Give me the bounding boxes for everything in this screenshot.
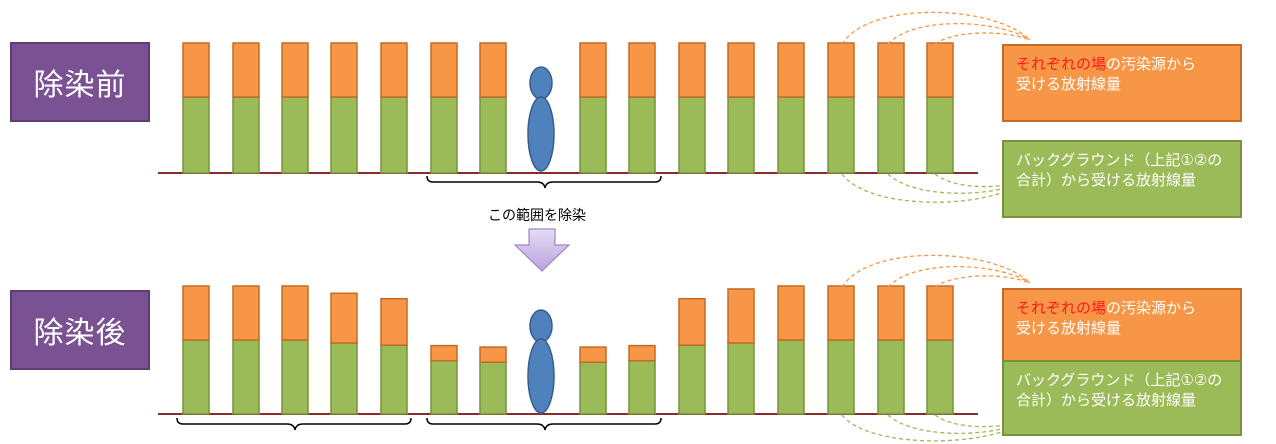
background-dose-bar-before-8 — [579, 96, 607, 174]
background-dose-bar-after-8 — [579, 361, 607, 415]
background-dose-bar-after-4 — [330, 342, 358, 415]
local-source-dose-bar-after-4 — [330, 292, 358, 344]
local-source-dose-bar-after-6 — [430, 344, 458, 362]
local-source-dose-bar-before-8 — [579, 42, 607, 98]
local-source-dose-bar-after-2 — [232, 285, 260, 341]
legend-background-text-line1: バックグラウンド（上記①②の — [1016, 151, 1223, 169]
person-figure-after — [527, 309, 555, 414]
legend-source-text: の汚染源から — [1106, 299, 1197, 317]
background-dose-bar-before-11 — [727, 96, 755, 174]
background-dose-bar-before-12 — [777, 96, 805, 174]
bracket-after-center — [426, 417, 662, 431]
legend-source-after: それぞれの場の汚染源から 受ける放射線量 — [1002, 288, 1242, 366]
local-source-dose-bar-before-5 — [380, 42, 408, 98]
background-dose-bar-after-12 — [777, 339, 805, 415]
background-dose-bar-before-4 — [330, 96, 358, 174]
legend-background-text-line2: 合計）から受ける放射線量 — [1016, 171, 1197, 189]
background-dose-bar-before-2 — [232, 96, 260, 174]
local-source-dose-bar-after-11 — [727, 288, 755, 344]
legend-background-text-line2: 合計）から受ける放射線量 — [1016, 391, 1197, 409]
local-source-dose-bar-before-6 — [430, 42, 458, 98]
background-dose-bar-before-10 — [678, 96, 706, 174]
legend-source-highlight: それぞれの場 — [1016, 55, 1107, 73]
local-source-dose-bar-before-14 — [877, 42, 905, 98]
local-source-dose-bar-after-5 — [380, 297, 408, 346]
background-dose-bar-before-1 — [182, 96, 210, 174]
bars-before-group — [182, 42, 954, 174]
panel-title-before: 除染前 — [10, 42, 150, 122]
local-source-dose-bar-after-12 — [777, 285, 805, 341]
legend-source-text-line2: 受ける放射線量 — [1016, 75, 1122, 93]
background-dose-bar-before-13 — [827, 96, 855, 174]
local-source-dose-bar-before-9 — [628, 42, 656, 98]
background-dose-bar-after-11 — [727, 342, 755, 415]
legend-background-after: バックグラウンド（上記①②の 合計）から受ける放射線量 — [1002, 360, 1242, 436]
down-arrow-icon — [513, 228, 571, 272]
background-dose-bar-after-14 — [877, 339, 905, 415]
bracket-after-left — [176, 417, 412, 431]
local-source-dose-bar-before-10 — [678, 42, 706, 98]
background-dose-bar-after-7 — [479, 361, 507, 415]
local-source-dose-bar-before-15 — [926, 42, 954, 98]
local-source-dose-bar-after-1 — [182, 285, 210, 341]
background-dose-bar-after-2 — [232, 339, 260, 415]
background-dose-bar-before-6 — [430, 96, 458, 174]
legend-source-text: の汚染源から — [1106, 55, 1197, 73]
local-source-dose-bar-before-11 — [727, 42, 755, 98]
background-dose-bar-after-1 — [182, 339, 210, 415]
legend-source-highlight: それぞれの場 — [1016, 299, 1107, 317]
background-dose-bar-after-15 — [926, 339, 954, 415]
local-source-dose-bar-after-3 — [281, 285, 309, 341]
local-source-dose-bar-before-12 — [777, 42, 805, 98]
local-source-dose-bar-after-10 — [678, 297, 706, 346]
legend-background-text-line1: バックグラウンド（上記①②の — [1016, 371, 1223, 389]
local-source-dose-bar-after-8 — [579, 346, 607, 363]
local-source-dose-bar-before-3 — [281, 42, 309, 98]
local-source-dose-bar-after-7 — [479, 346, 507, 363]
background-dose-bar-after-6 — [430, 359, 458, 415]
local-source-dose-bar-before-2 — [232, 42, 260, 98]
bars-after-group — [182, 285, 954, 415]
local-source-dose-bar-after-15 — [926, 285, 954, 341]
background-dose-bar-after-10 — [678, 344, 706, 415]
decontamination-caption: この範囲を除染 — [488, 208, 586, 224]
decontamination-bracket-before — [426, 175, 662, 189]
background-dose-bar-before-15 — [926, 96, 954, 174]
legend-source-before: それぞれの場の汚染源から 受ける放射線量 — [1002, 44, 1242, 122]
background-dose-bar-after-5 — [380, 344, 408, 415]
local-source-dose-bar-before-4 — [330, 42, 358, 98]
background-dose-bar-after-13 — [827, 339, 855, 415]
legend-source-text-line2: 受ける放射線量 — [1016, 319, 1122, 337]
background-dose-bar-before-5 — [380, 96, 408, 174]
local-source-dose-bar-before-7 — [479, 42, 507, 98]
background-dose-bar-after-9 — [628, 359, 656, 415]
background-dose-bar-before-7 — [479, 96, 507, 174]
local-source-dose-bar-after-14 — [877, 285, 905, 341]
person-figure-before — [527, 66, 555, 172]
panel-title-after: 除染後 — [10, 290, 150, 370]
background-dose-bar-after-3 — [281, 339, 309, 415]
local-source-dose-bar-before-1 — [182, 42, 210, 98]
local-source-dose-bar-before-13 — [827, 42, 855, 98]
background-dose-bar-before-9 — [628, 96, 656, 174]
local-source-dose-bar-after-13 — [827, 285, 855, 341]
background-dose-bar-before-14 — [877, 96, 905, 174]
local-source-dose-bar-after-9 — [628, 344, 656, 362]
background-dose-bar-before-3 — [281, 96, 309, 174]
legend-background-before: バックグラウンド（上記①②の 合計）から受ける放射線量 — [1002, 140, 1242, 218]
